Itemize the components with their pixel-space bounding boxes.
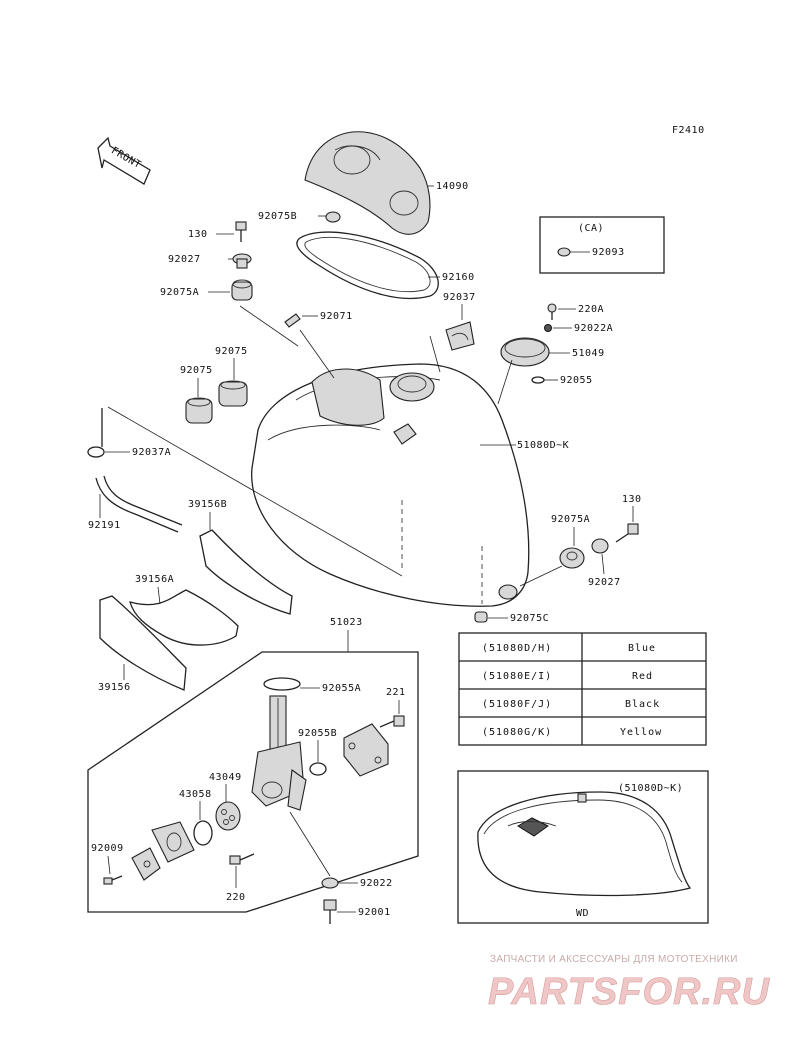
collar-92027-right	[591, 538, 609, 554]
clip-92037A	[87, 408, 105, 458]
grommet-92075B	[325, 211, 341, 223]
damper-92075A-top	[231, 279, 253, 301]
oring-92055A	[263, 677, 301, 691]
color-table: (51080D/H) Blue (51080E/I) Red (51080F/J…	[458, 632, 707, 746]
label-92055B: 92055B	[298, 728, 337, 739]
label-92075A-right: 92075A	[551, 514, 590, 525]
label-92191: 92191	[88, 520, 121, 531]
bolt-130-top	[235, 221, 247, 242]
label-51023: 51023	[330, 617, 363, 628]
diagram-code: F2410	[672, 125, 705, 136]
pad-39156	[99, 595, 187, 691]
fuel-cock-assembly-frame	[87, 651, 419, 913]
label-39156: 39156	[98, 682, 131, 693]
label-92075C: 92075C	[510, 613, 549, 624]
cock-plate	[151, 821, 195, 863]
cock-lever	[131, 847, 161, 881]
label-92075A-top: 92075A	[160, 287, 199, 298]
inset-caption: WD	[576, 908, 589, 919]
pad-39156B	[199, 529, 293, 615]
oring-92055B	[309, 762, 327, 776]
fuel-cock-body	[251, 695, 307, 811]
label-220A: 220A	[578, 304, 604, 315]
pin-92071	[284, 313, 301, 328]
label-39156A: 39156A	[135, 574, 174, 585]
label-39156B: 39156B	[188, 499, 227, 510]
label-92055: 92055	[560, 375, 593, 386]
ca-variant-box: (CA) 92093	[539, 216, 665, 274]
damper-92075A-right	[559, 547, 585, 569]
label-43058: 43058	[179, 789, 212, 800]
label-51049: 51049	[572, 348, 605, 359]
watermark-logo: PARTSFOR.RU	[488, 971, 770, 1013]
label-130-right: 130	[622, 494, 642, 505]
oring-92055	[531, 376, 545, 384]
table-color: Blue	[628, 643, 656, 654]
hose-92191	[95, 477, 179, 533]
oring-43058	[193, 820, 213, 846]
table-code: (51080D/H)	[482, 643, 552, 654]
washer-92022	[321, 877, 339, 889]
label-92001: 92001	[358, 907, 391, 918]
label-130-top: 130	[188, 229, 208, 240]
watermark-tagline: ЗАПЧАСТИ И АКСЕССУАРЫ ДЛЯ МОТОТЕХНИКИ	[490, 954, 738, 965]
washer-92022A	[544, 324, 552, 332]
label-92037A: 92037A	[132, 447, 171, 458]
screw-221	[379, 715, 405, 728]
damper-92075-right	[218, 380, 248, 407]
gasket-43049	[215, 801, 241, 831]
damper-92075-left	[185, 397, 213, 424]
screw-220	[229, 853, 255, 865]
label-92027-top: 92027	[168, 254, 201, 265]
screw-220A	[547, 303, 557, 320]
meter-cover-part	[304, 131, 431, 235]
label-92075B: 92075B	[258, 211, 297, 222]
label-92075-left: 92075	[180, 365, 213, 376]
table-code: (51080F/J)	[482, 699, 552, 710]
label-14090: 14090	[436, 181, 469, 192]
label-51080DK: 51080D~K	[517, 440, 569, 451]
ca-title: (CA)	[578, 223, 604, 234]
pad-39156A	[129, 589, 239, 646]
gasket-92160	[296, 231, 439, 300]
label-92160: 92160	[442, 272, 475, 283]
label-92027-right: 92027	[588, 577, 621, 588]
front-label: FRONT	[109, 145, 143, 171]
label-92009: 92009	[91, 843, 124, 854]
fuel-tank-51080	[251, 363, 530, 607]
label-43049: 43049	[209, 772, 242, 783]
inset-title: (51080D~K)	[618, 783, 683, 794]
label-92071: 92071	[320, 311, 353, 322]
collar-92027-top	[232, 253, 252, 269]
inset-box-wd: (51080D~K) WD	[457, 770, 709, 924]
table-code: (51080G/K)	[482, 727, 552, 738]
table-code: (51080E/I)	[482, 671, 552, 682]
label-92075-right: 92075	[215, 346, 248, 357]
fuel-cap-51049	[500, 337, 550, 367]
front-arrow-icon: FRONT	[97, 136, 151, 185]
label-220: 220	[226, 892, 246, 903]
bolt-130-right	[615, 523, 639, 543]
table-color: Yellow	[620, 727, 662, 738]
label-92037: 92037	[443, 292, 476, 303]
label-92022A: 92022A	[574, 323, 613, 334]
bolt-92001	[323, 899, 337, 924]
clamp-92037	[445, 321, 475, 351]
label-221: 221	[386, 687, 406, 698]
label-92022: 92022	[360, 878, 393, 889]
table-color: Red	[632, 671, 653, 682]
watermark: ЗАПЧАСТИ И АКСЕССУАРЫ ДЛЯ МОТОТЕХНИКИ PA…	[488, 954, 770, 1013]
label-92055A: 92055A	[322, 683, 361, 694]
damper-92075C	[474, 611, 488, 623]
table-color: Black	[625, 699, 660, 710]
screw-92009	[103, 875, 123, 885]
label-92093: 92093	[592, 247, 625, 258]
cock-cover-plate	[343, 723, 389, 777]
